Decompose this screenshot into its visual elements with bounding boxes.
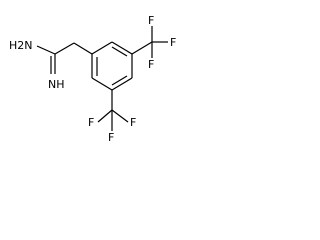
imine-label: NH (48, 78, 65, 91)
cf3-bottom-f-right-label: F (130, 116, 136, 129)
amine-label: H2N (9, 39, 33, 52)
bond-c-ch2 (54, 42, 75, 55)
amidine-group (36, 42, 75, 74)
cf3-group-top (131, 26, 168, 58)
cf3-bottom-f-top-label: F (108, 131, 114, 144)
ring-bond-5 (91, 77, 113, 91)
chemical-structure-diagram: H2N NH F F F F F F (9, 14, 176, 144)
cf3-top-f-right-label: F (170, 36, 176, 49)
ring-double-1 (111, 46, 128, 57)
ring-double-2 (111, 75, 128, 86)
ring-bond-2 (111, 41, 133, 55)
bond-c-amine (36, 45, 56, 55)
cf3-group-bottom (97, 90, 129, 131)
benzene-ring (91, 41, 133, 91)
cf3-bottom-f-left-label: F (88, 116, 94, 129)
bond-cf3-bottom-fleft (97, 109, 113, 123)
bond-ring-cf3-top (131, 41, 153, 55)
bond-cf3-bottom-fright (111, 109, 129, 123)
ring-bond-1 (91, 41, 113, 55)
cf3-top-f-top-label: F (148, 14, 154, 27)
cf3-top-f-bottom-label: F (148, 58, 154, 71)
ring-bond-4 (111, 77, 133, 91)
bond-ch2-ring (73, 42, 93, 55)
